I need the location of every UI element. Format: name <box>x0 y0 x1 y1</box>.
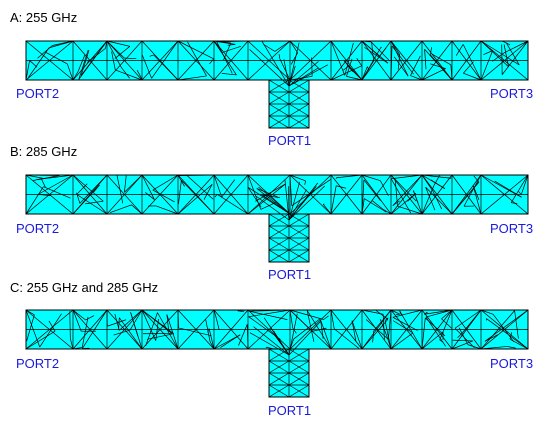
panel-mesh-2 <box>25 309 529 398</box>
panel-a-port1-label: PORT1 <box>268 133 312 148</box>
panel-mesh-1 <box>25 174 529 263</box>
panel-c-port3-label: PORT3 <box>490 356 534 371</box>
panel-a-port2-label: PORT2 <box>16 86 60 101</box>
panel-c-port1-label: PORT1 <box>268 403 312 418</box>
panel-b-port2-label: PORT2 <box>16 221 60 236</box>
panel-c-title: C: 255 GHz and 285 GHz <box>10 280 159 295</box>
panel-b-port1-label: PORT1 <box>268 267 312 282</box>
panel-a-port3-label: PORT3 <box>490 86 534 101</box>
panel-b-port3-label: PORT3 <box>490 221 534 236</box>
panel-a-title: A: 255 GHz <box>10 10 78 25</box>
panel-c-port2-label: PORT2 <box>16 356 60 371</box>
panel-mesh-0 <box>25 40 529 129</box>
panel-b-title: B: 285 GHz <box>10 144 78 159</box>
